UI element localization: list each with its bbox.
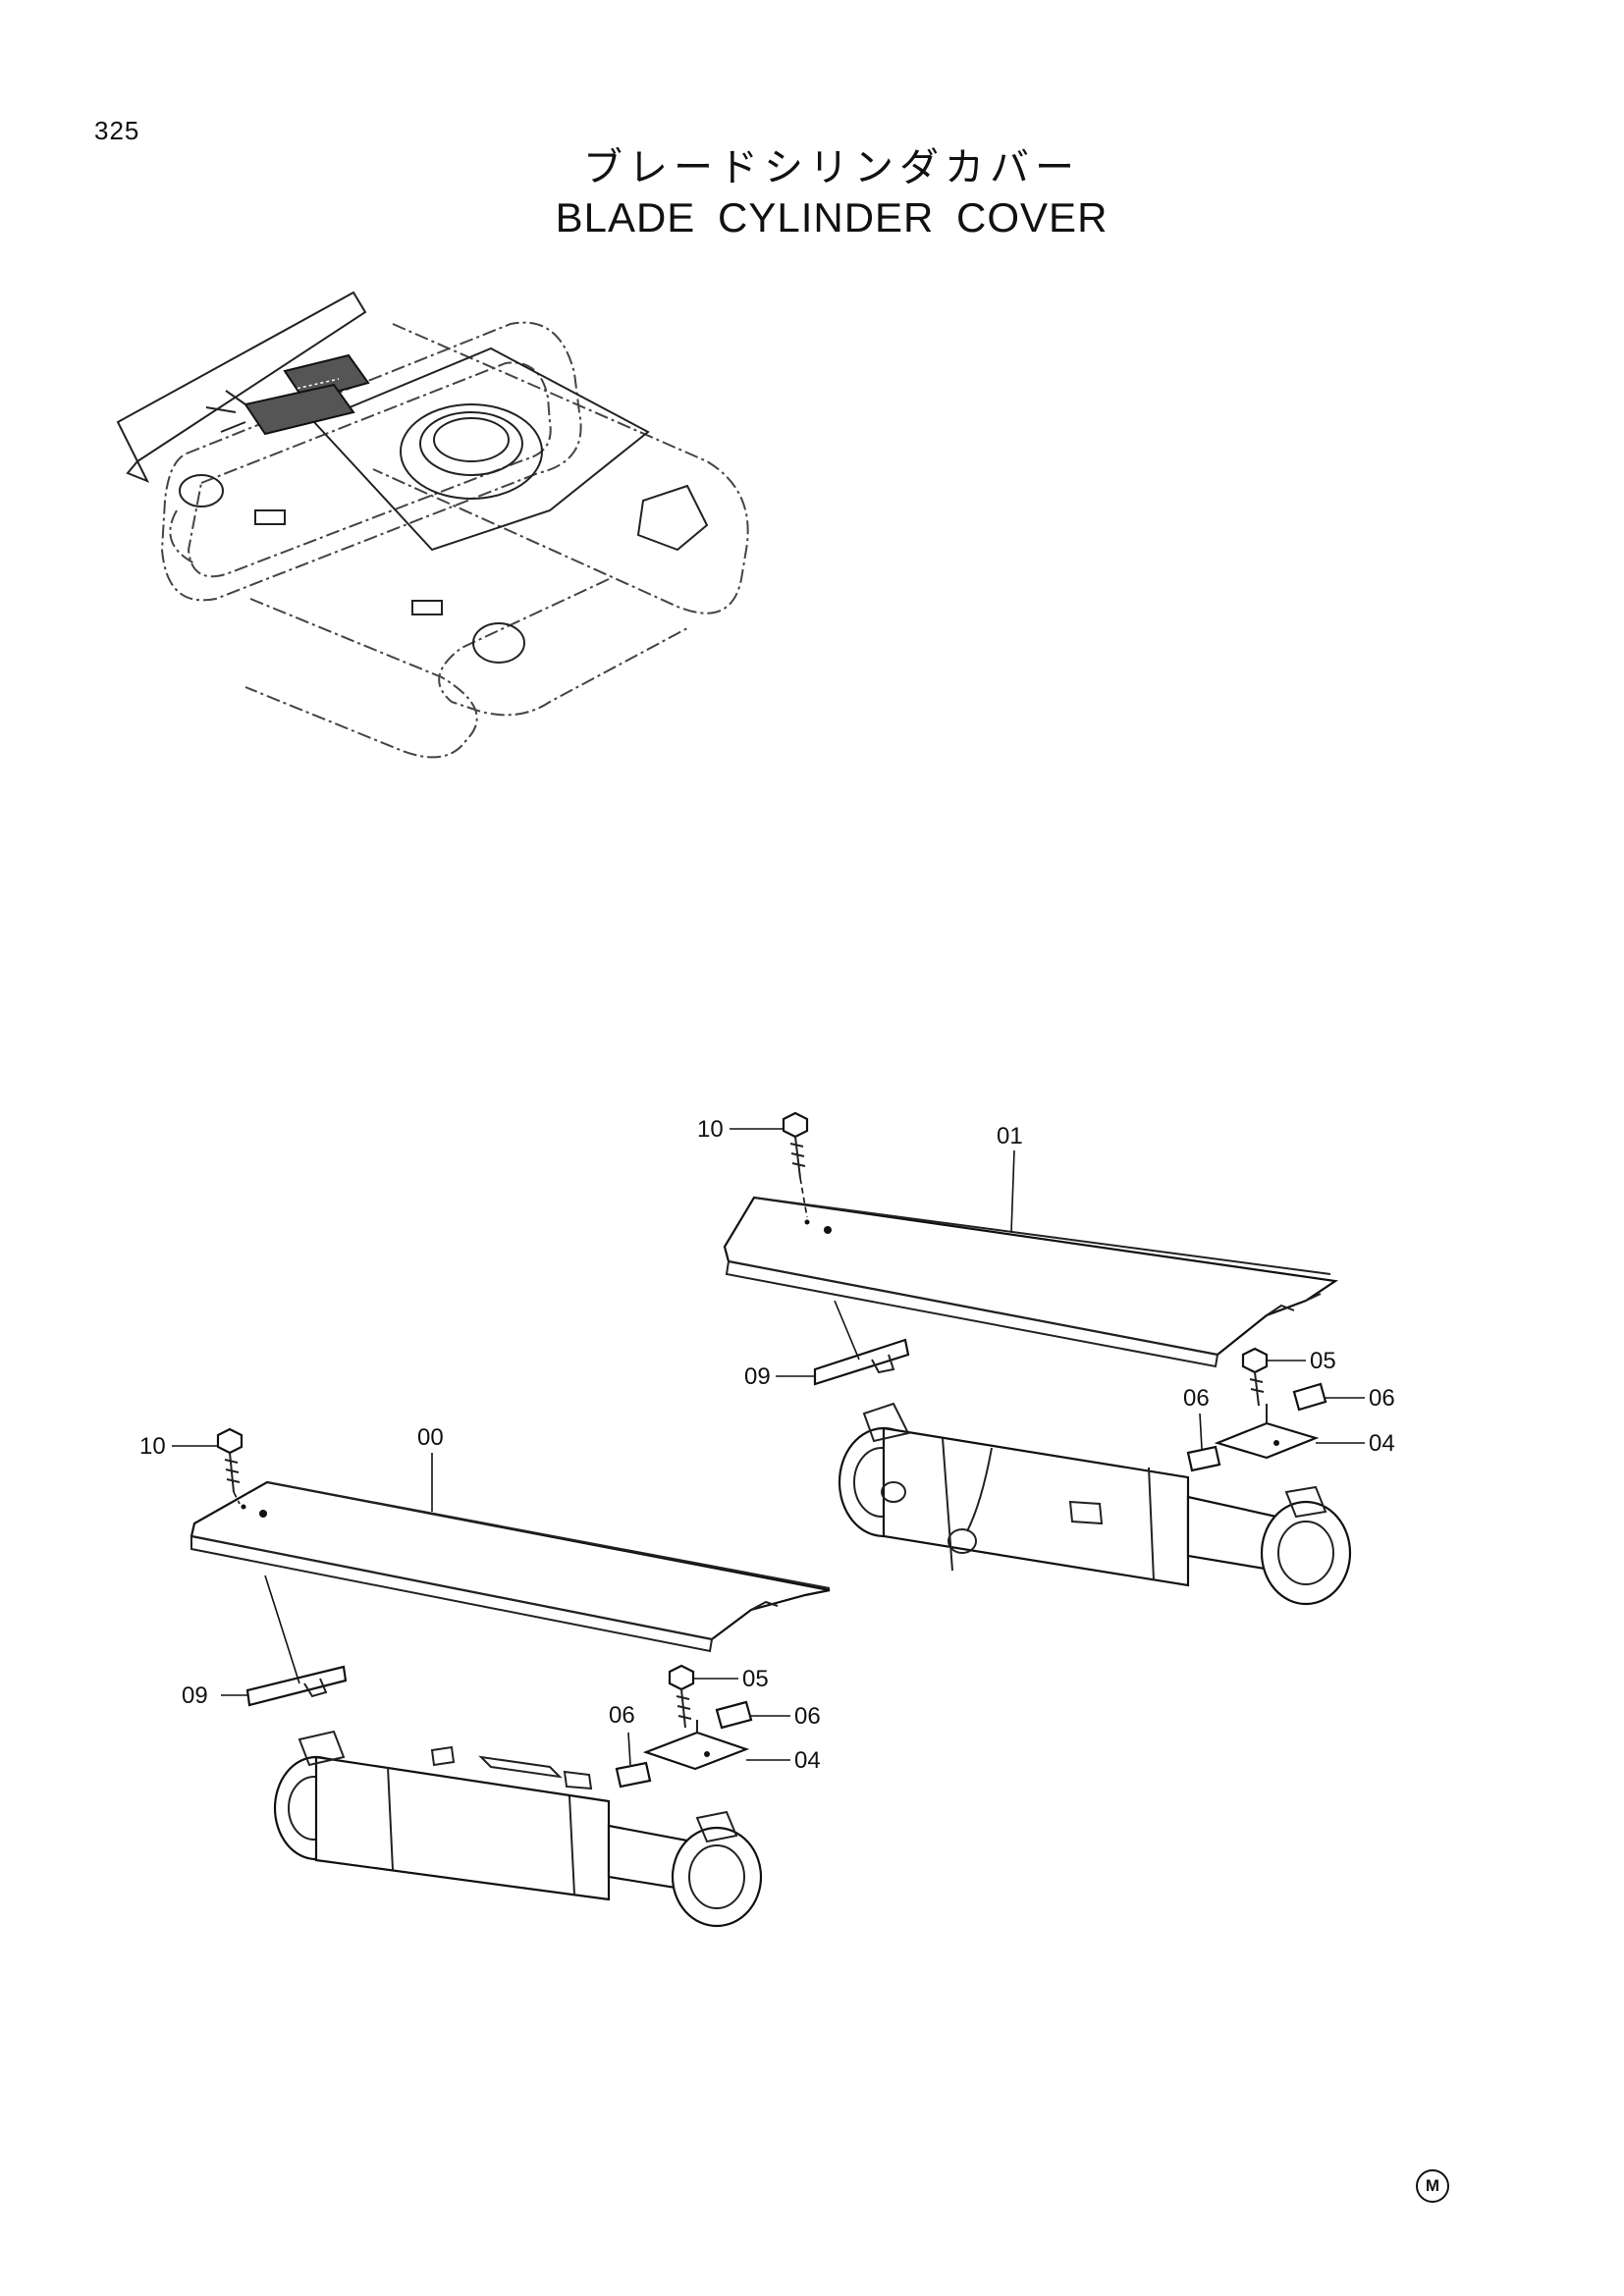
lower-bolt-10-icon: [216, 1427, 244, 1493]
upper-cover-plate: [723, 1196, 1339, 1357]
page-title-jp: ブレードシリンダカバー: [583, 145, 1080, 190]
callout-upper-01: 01: [997, 1123, 1023, 1149]
lower-block-06-left: [615, 1761, 652, 1789]
upper-bolt-05-icon: [1241, 1347, 1269, 1407]
page-title-en: BLADE CYLINDER COVER: [555, 194, 1109, 240]
callout-lower-00: 00: [417, 1424, 444, 1451]
callout-lower-09: 09: [182, 1682, 208, 1709]
upper-bracket-plate: [1214, 1421, 1320, 1460]
callout-lower-06-right: 06: [794, 1703, 821, 1730]
upper-shim-plate: [813, 1338, 910, 1386]
lower-bracket-plate: [642, 1731, 750, 1771]
lower-blade-cylinder-illustration: [273, 1730, 763, 1928]
callout-upper-10: 10: [697, 1116, 724, 1143]
callout-upper-05: 05: [1310, 1348, 1336, 1374]
upper-bolt-10-icon: [782, 1111, 809, 1179]
callout-lower-06-left: 06: [609, 1702, 635, 1729]
lower-bolt-05-icon: [668, 1664, 695, 1729]
lower-shim-plate: [245, 1665, 348, 1707]
callout-lower-05: 05: [742, 1666, 769, 1692]
callout-upper-09: 09: [744, 1363, 771, 1390]
blade-cylinder-overview-highlight: [244, 348, 370, 436]
upper-block-06-left: [1186, 1445, 1221, 1472]
undercarriage-overview-illustration: [116, 291, 749, 759]
lower-block-06-right: [715, 1700, 753, 1730]
lower-blade-cylinder-assembly: [172, 1427, 831, 1928]
lower-cover-plate: [189, 1480, 831, 1641]
upper-blade-cylinder-illustration: [838, 1402, 1352, 1606]
upper-block-06-right: [1292, 1382, 1327, 1412]
circled-m-mark: M: [1416, 2169, 1449, 2203]
callout-lower-10: 10: [139, 1433, 166, 1460]
callout-upper-06-right: 06: [1369, 1385, 1395, 1412]
callout-upper-06-left: 06: [1183, 1385, 1210, 1412]
page-number: 325: [94, 116, 140, 145]
upper-blade-cylinder-assembly: [723, 1111, 1365, 1606]
callout-upper-04: 04: [1369, 1430, 1395, 1457]
callout-lower-04: 04: [794, 1747, 821, 1774]
